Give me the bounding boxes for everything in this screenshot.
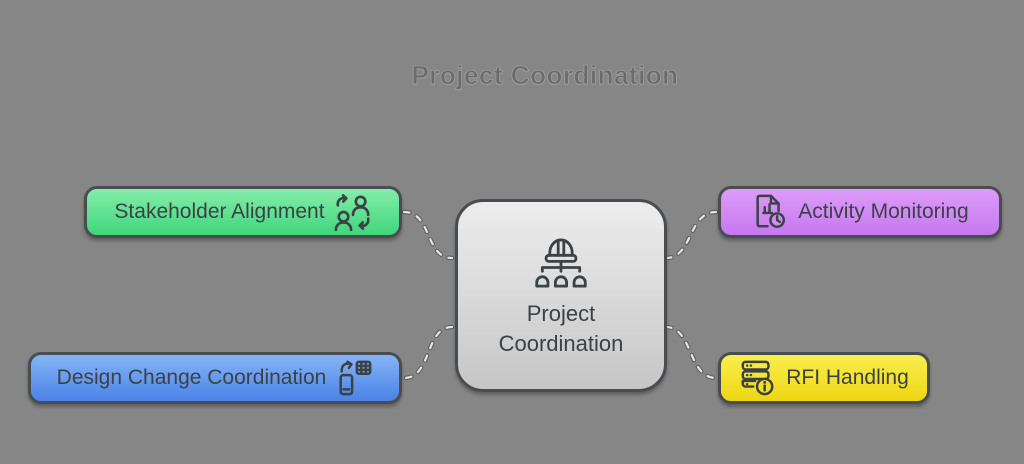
node-label: Activity Monitoring <box>798 200 969 223</box>
node-label: Design Change Coordination <box>56 366 327 389</box>
center-node-project-coordination: Project Coordination <box>455 199 667 392</box>
center-node-label: Project Coordination <box>498 301 624 356</box>
connector-design-change-coordination <box>401 324 455 381</box>
node-label: RFI Handling <box>786 366 909 389</box>
node-label: Stakeholder Alignment <box>114 200 325 223</box>
connector-activity-monitoring <box>663 209 719 261</box>
node-rfi-handling: RFI Handling <box>718 352 930 404</box>
construction-team-icon <box>531 232 591 293</box>
server-info-icon <box>739 359 777 397</box>
node-design-change-coordination: Design Change Coordination <box>28 352 402 404</box>
connector-rfi-handling <box>663 324 719 381</box>
people-swap-icon <box>334 193 372 231</box>
phone-grid-sync-icon <box>335 359 373 397</box>
document-chart-clock-icon <box>751 193 789 231</box>
node-stakeholder-alignment: Stakeholder Alignment <box>84 186 402 238</box>
connector-stakeholder-alignment <box>401 209 455 261</box>
node-activity-monitoring: Activity Monitoring <box>718 186 1002 238</box>
diagram-title: Project Coordination <box>411 60 679 91</box>
